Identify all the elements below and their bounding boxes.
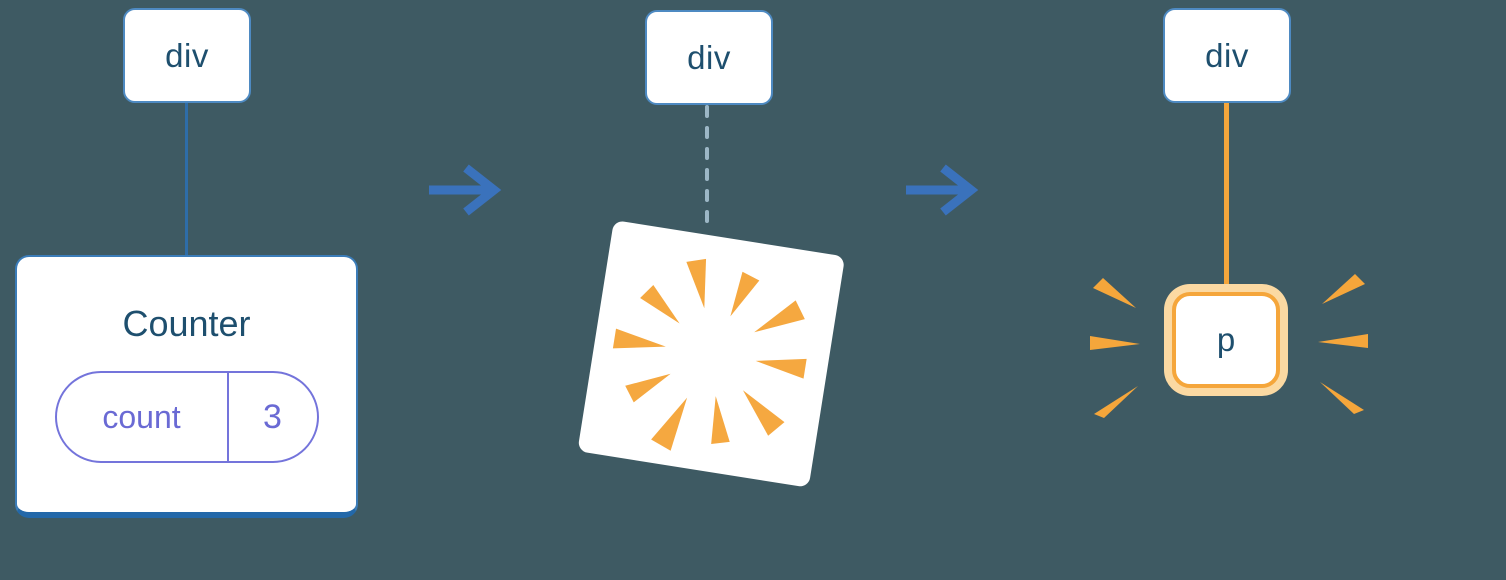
deleted-component-card <box>577 220 846 488</box>
arrow-right-icon <box>429 164 502 216</box>
node-label: div <box>165 36 209 74</box>
tree-edge-new <box>1224 100 1229 285</box>
new-element-node-p: p <box>1172 292 1280 388</box>
component-title: Counter <box>122 303 251 344</box>
node-label: p <box>1216 321 1236 358</box>
tree-edge-before <box>185 100 188 257</box>
sparkle-burst-right-icon <box>1318 274 1368 414</box>
parent-node-div-before: div <box>123 8 251 103</box>
node-label: div <box>1205 36 1249 74</box>
state-value: 3 <box>263 397 282 436</box>
arrow-right-icon <box>906 164 979 216</box>
state-key: count <box>57 373 229 461</box>
state-pill: count 3 <box>54 371 319 463</box>
counter-component-card: Counter count 3 <box>15 255 358 518</box>
parent-node-div-after: div <box>1163 8 1291 103</box>
parent-node-div-during: div <box>645 10 773 105</box>
poof-burst-icon <box>612 258 807 451</box>
sparkle-burst-left-icon <box>1090 278 1140 418</box>
tree-edge-dashed <box>705 105 709 235</box>
node-label: div <box>687 38 731 76</box>
